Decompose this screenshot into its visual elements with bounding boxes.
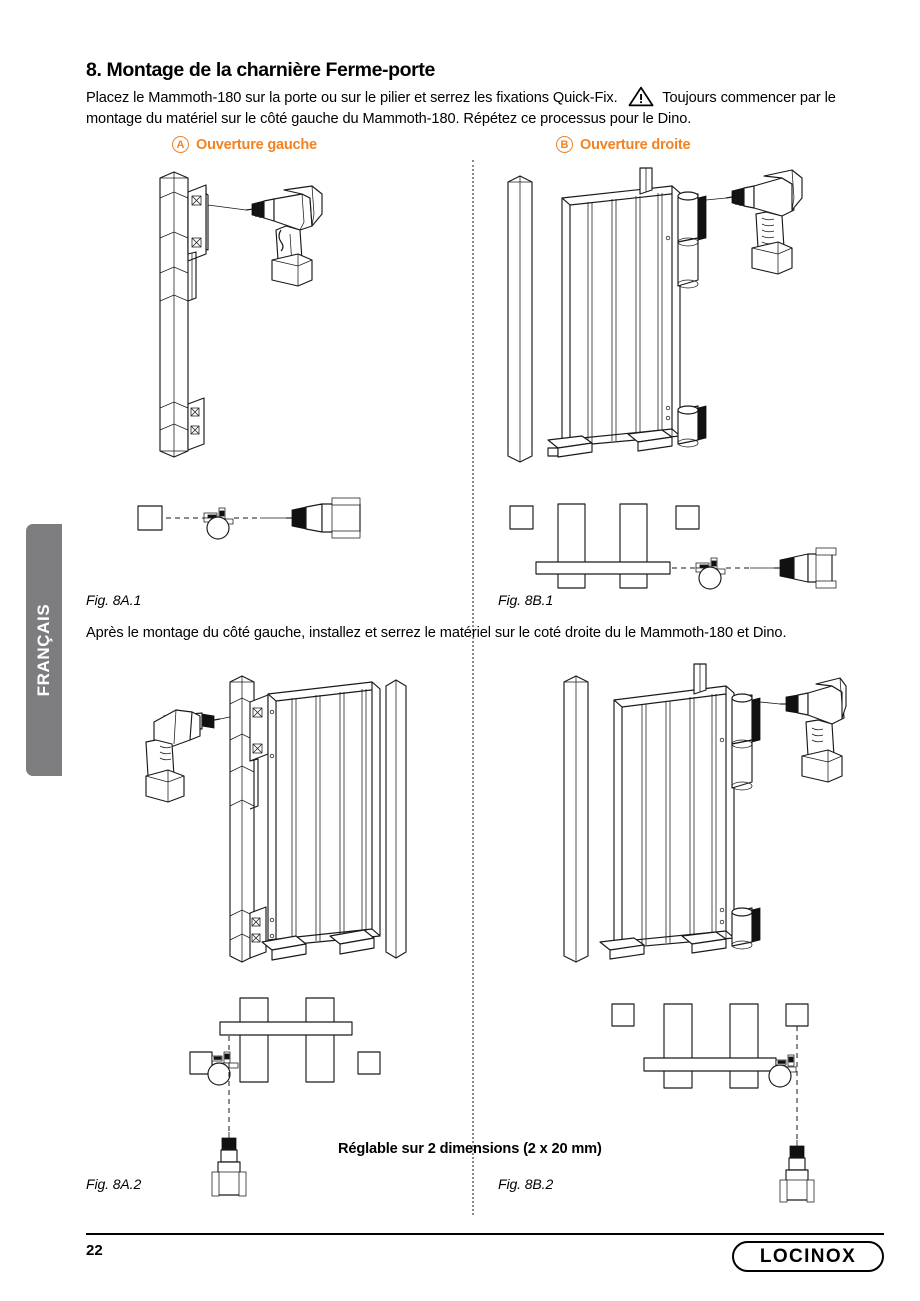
- badge-a: A: [172, 136, 189, 153]
- figure-8b2-illustration: [556, 663, 847, 964]
- upper-hinge-cylinder: [731, 693, 761, 791]
- ground-blocks: [547, 429, 673, 458]
- lower-hinge-cylinder: [677, 405, 707, 448]
- figure-8a1-plan-view: [136, 496, 366, 556]
- hinge-plan-detail: [695, 557, 726, 590]
- ground-blocks: [599, 931, 727, 960]
- gate-post-plan-2: [619, 503, 648, 589]
- post-section-left: [611, 1003, 635, 1027]
- pillar-post: [507, 175, 533, 463]
- intro-paragraph: Placez le Mammoth-180 sur la porte ou su…: [86, 86, 886, 130]
- drill-axis-line: [207, 204, 247, 211]
- cordless-drill: [725, 169, 803, 275]
- hinge-plan-detail: [203, 507, 234, 540]
- brand-logo-text: LOCINOX: [759, 1245, 857, 1267]
- footer-divider: [86, 1233, 884, 1235]
- figure-caption-8b1: Fig. 8B.1: [498, 592, 554, 608]
- lower-hinge-assembly: [249, 906, 267, 959]
- middle-instruction: Après le montage du côté gauche, install…: [86, 625, 787, 641]
- column-divider: [472, 160, 474, 1215]
- figure-8b1-illustration: [500, 167, 830, 468]
- adjustable-note: Réglable sur 2 dimensions (2 x 20 mm): [338, 1141, 602, 1157]
- post-section-left: [509, 505, 534, 530]
- rail-plan: [643, 1057, 777, 1072]
- intro-text-after: Toujours commencer par le montage du mat…: [86, 90, 836, 127]
- upper-hinge-assembly: [187, 184, 209, 302]
- figure-8b1-plan-view: [506, 500, 837, 595]
- gate-post-plan-1: [239, 997, 269, 1083]
- column-header-left: A Ouverture gauche: [172, 136, 317, 153]
- figure-caption-8a2: Fig. 8A.2: [86, 1176, 142, 1192]
- figure-8b2-plan-view: [608, 990, 820, 1203]
- drill-plan-vertical: [779, 1145, 815, 1203]
- post-profile: [159, 171, 189, 458]
- gate-post-plan-1: [557, 503, 586, 589]
- intro-text-before: Placez le Mammoth-180 sur la porte ou su…: [86, 90, 618, 106]
- figure-caption-8b2: Fig. 8B.2: [498, 1176, 554, 1192]
- rail-plan: [219, 1021, 353, 1036]
- post-section-right: [357, 1051, 381, 1075]
- column-label-left: Ouverture gauche: [196, 136, 317, 153]
- gate-post-plan-2: [729, 1003, 759, 1089]
- cordless-drill: [245, 185, 323, 287]
- rail-plan: [535, 561, 671, 575]
- cordless-drill: [780, 677, 847, 783]
- hinge-plan-detail: [207, 1051, 239, 1086]
- gate-post-plan-1: [663, 1003, 693, 1089]
- drill-plan: [286, 497, 361, 539]
- hinge-plan-detail: [768, 1054, 797, 1088]
- drill-plan: [774, 547, 837, 589]
- figure-8a2-illustration: [145, 664, 411, 964]
- upper-hinge-cylinder: [677, 191, 707, 289]
- warning-triangle-icon: [628, 86, 654, 107]
- badge-b: B: [556, 136, 573, 153]
- cordless-drill: [145, 709, 221, 803]
- gate-frame: [613, 685, 735, 949]
- drill-axis-line: [705, 197, 727, 201]
- column-label-right: Ouverture droite: [580, 136, 691, 153]
- figure-8a2-plan-view: [188, 990, 398, 1202]
- lower-hinge-cylinder: [731, 907, 761, 950]
- gate-frame: [267, 681, 381, 947]
- figure-8a1-illustration: [150, 168, 410, 458]
- brand-logo: LOCINOX: [732, 1241, 884, 1272]
- ground-blocks: [261, 929, 375, 961]
- column-header-right: B Ouverture droite: [556, 136, 691, 153]
- post-section-left: [189, 1051, 213, 1075]
- pillar-post: [563, 675, 589, 963]
- gate-frame: [561, 185, 681, 447]
- post-section-right: [675, 505, 700, 530]
- gate-post-plan-2: [305, 997, 335, 1083]
- drill-plan-vertical: [211, 1137, 247, 1197]
- post-section-right: [785, 1003, 809, 1027]
- page-title: 8. Montage de la charnière Ferme-porte: [86, 59, 435, 81]
- language-tab-label: FRANÇAIS: [34, 603, 53, 697]
- lower-hinge-assembly: [187, 397, 205, 451]
- page-number: 22: [86, 1242, 103, 1259]
- drill-axis-line: [759, 701, 781, 705]
- figure-caption-8a1: Fig. 8A.1: [86, 592, 142, 608]
- post-section-square: [137, 505, 163, 531]
- language-tab: FRANÇAIS: [26, 524, 62, 776]
